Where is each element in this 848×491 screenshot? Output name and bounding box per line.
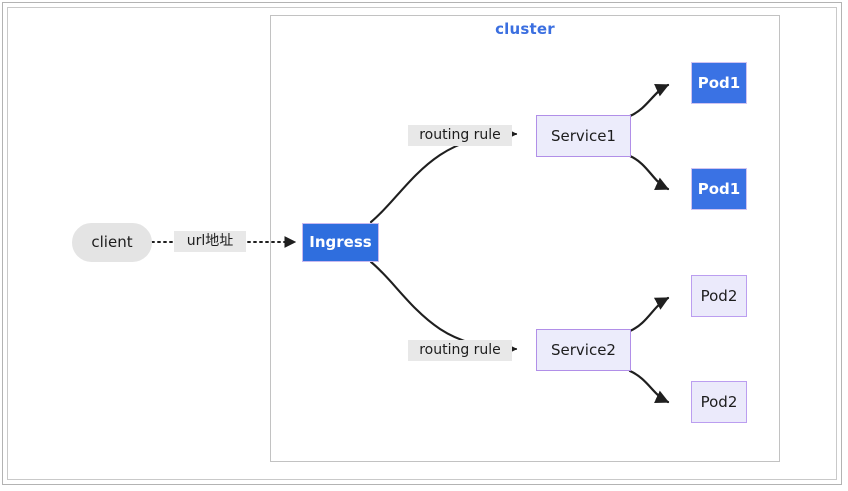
edge-label-url: url地址 (174, 231, 246, 252)
node-pod2-a[interactable]: Pod2 (691, 275, 747, 317)
node-client[interactable]: client (72, 223, 152, 262)
node-client-label: client (91, 233, 133, 251)
node-ingress-label: Ingress (309, 233, 372, 251)
node-pod2-b[interactable]: Pod2 (691, 381, 747, 423)
node-pod1-b[interactable]: Pod1 (691, 168, 747, 210)
node-service2[interactable]: Service2 (536, 329, 631, 371)
node-service1[interactable]: Service1 (536, 115, 631, 157)
edge-label-routing-rule-bottom: routing rule (408, 340, 512, 361)
node-pod2-a-label: Pod2 (700, 286, 738, 305)
edge-label-routing-rule-top: routing rule (408, 125, 512, 146)
node-pod1-b-label: Pod1 (697, 179, 741, 198)
node-pod1-a[interactable]: Pod1 (691, 62, 747, 104)
node-pod1-a-label: Pod1 (697, 73, 741, 92)
node-service2-label: Service2 (551, 340, 616, 359)
node-pod2-b-label: Pod2 (700, 392, 738, 411)
node-service1-label: Service1 (551, 126, 616, 145)
node-ingress[interactable]: Ingress (302, 223, 379, 262)
cluster-label: cluster (495, 20, 555, 38)
